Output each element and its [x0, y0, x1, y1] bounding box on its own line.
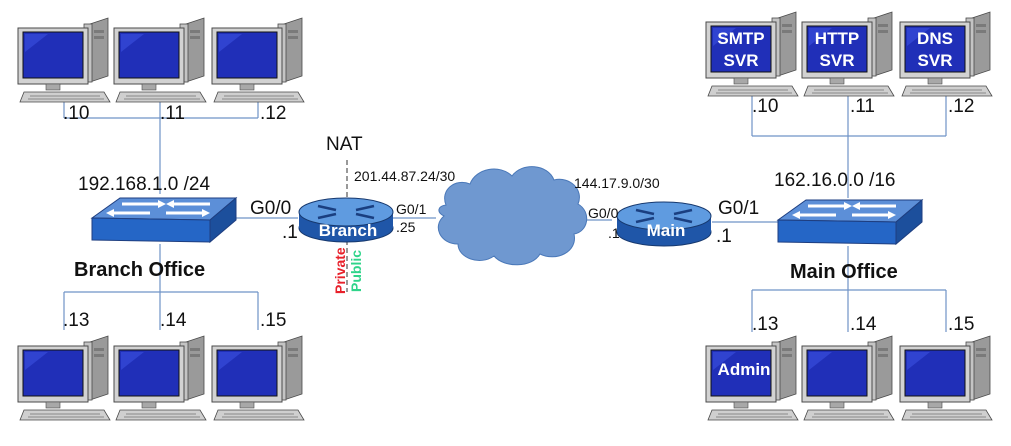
computer-icon — [899, 335, 993, 421]
branch-network-label: 192.168.1.0 /24 — [78, 174, 210, 195]
internet-cloud-icon — [437, 166, 588, 266]
public-label: Public — [348, 250, 364, 292]
computer-icon — [17, 17, 111, 103]
branch-host-ip: .14 — [160, 310, 187, 331]
branch-host-ip: .11 — [160, 103, 185, 124]
computer-icon — [211, 17, 305, 103]
main-host-ip: .14 — [850, 314, 877, 335]
main-lan-ip: .1 — [716, 226, 732, 247]
admin-label: Admin — [718, 360, 771, 379]
branch-host-ip: .12 — [260, 103, 286, 124]
branch-bottom-computers — [17, 335, 305, 421]
computer-icon — [113, 335, 207, 421]
main-router-label: Main — [647, 221, 686, 240]
branch-switch-icon — [90, 196, 238, 244]
branch-host-ip: .10 — [63, 103, 89, 124]
main-server-ip: .11 — [850, 96, 875, 117]
branch-wan-interface: G0/1 — [396, 201, 427, 217]
branch-wan-ip: .25 — [396, 219, 416, 235]
main-lan-interface: G0/1 — [718, 198, 759, 219]
main-wan-interface: G0/0 — [588, 205, 619, 221]
main-network-label: 162.16.0.0 /16 — [774, 170, 896, 191]
main-wan-ip: .1 — [608, 225, 620, 241]
server-label: SVR — [918, 51, 953, 70]
server-label: HTTP — [815, 29, 859, 48]
links — [63, 96, 947, 332]
main-host-ip: .13 — [752, 314, 778, 335]
branch-wan-link-label: 201.44.87.24/30 — [354, 168, 455, 184]
branch-host-ip: .13 — [63, 310, 89, 331]
branch-lan-ip: .1 — [282, 222, 298, 243]
server-label: SMTP — [717, 29, 764, 48]
main-host-ip: .15 — [948, 314, 974, 335]
main-server-ip: .12 — [948, 96, 974, 117]
branch-top-computers — [17, 17, 305, 103]
server-label: DNS — [917, 29, 953, 48]
private-label: Private — [332, 247, 348, 294]
main-switch-icon — [776, 198, 924, 246]
nat-label: NAT — [326, 134, 363, 155]
main-wan-link-label: 144.17.9.0/30 — [574, 175, 660, 191]
computer-icon — [17, 335, 111, 421]
branch-office-label: Branch Office — [74, 259, 205, 281]
branch-lan-interface: G0/0 — [250, 198, 291, 219]
computer-icon — [211, 335, 305, 421]
branch-router-label: Branch — [319, 221, 378, 240]
computer-icon — [801, 335, 895, 421]
branch-host-ip: .15 — [260, 310, 286, 331]
computer-icon — [113, 17, 207, 103]
main-office-label: Main Office — [790, 261, 898, 283]
server-label: SVR — [820, 51, 855, 70]
main-server-ip: .10 — [752, 96, 778, 117]
server-label: SVR — [724, 51, 759, 70]
